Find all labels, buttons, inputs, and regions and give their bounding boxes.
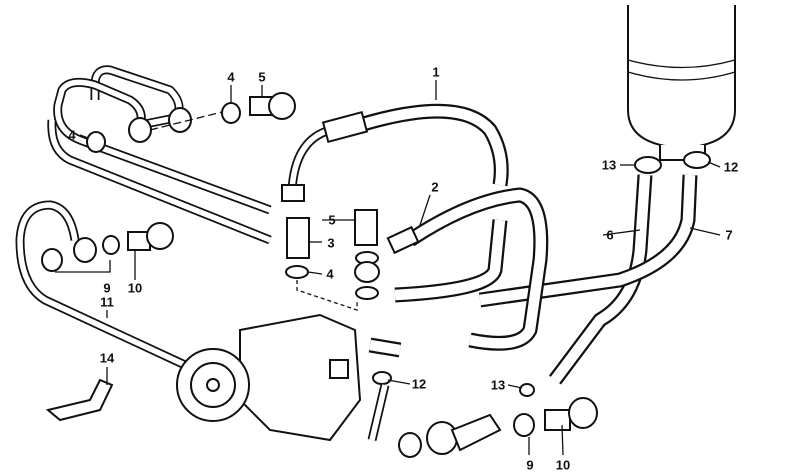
- label-bolt-10-bottom: 10: [555, 457, 571, 473]
- power-steering-pump: [176, 313, 362, 442]
- label-bracket-14: 14: [99, 350, 115, 366]
- label-hose-6: 6: [606, 227, 614, 243]
- leader-lines: [79, 80, 721, 456]
- label-washer-9-left: 9: [103, 280, 111, 296]
- hose-2: [386, 187, 549, 351]
- hose-1: [281, 103, 509, 202]
- label-clamp-13-bottom: 13: [490, 377, 506, 393]
- label-washer-4-left: 4: [68, 127, 76, 143]
- hose-6: [549, 174, 653, 385]
- label-bolt-5-mid: 5: [328, 212, 336, 228]
- label-hose-7: 7: [725, 227, 733, 243]
- label-washer-4-top: 4: [227, 69, 235, 85]
- clamp-13-top: [634, 156, 662, 174]
- label-line-11: 11: [100, 294, 114, 310]
- label-clamp-13-top: 13: [601, 157, 617, 173]
- fittings-lower: [367, 337, 598, 458]
- reservoir: [627, 5, 736, 161]
- label-clamp-12-mid: 12: [411, 376, 427, 392]
- label-washer-4-mid: 4: [326, 266, 334, 282]
- label-bolt-10-left: 10: [127, 280, 143, 296]
- fittings-middle: [285, 209, 380, 311]
- label-hose-1: 1: [432, 64, 440, 80]
- label-washer-9-bottom: 9: [526, 457, 534, 473]
- clamp-12-top: [683, 151, 711, 169]
- bracket-14: [45, 378, 114, 422]
- line-11: [15, 200, 187, 370]
- label-hose-2: 2: [431, 179, 439, 195]
- hose-7: [478, 174, 698, 308]
- return-lines-top: [47, 65, 296, 245]
- label-bolt-5-top: 5: [258, 69, 266, 85]
- label-adapter-3: 3: [327, 235, 335, 251]
- label-clamp-12-top: 12: [723, 159, 739, 175]
